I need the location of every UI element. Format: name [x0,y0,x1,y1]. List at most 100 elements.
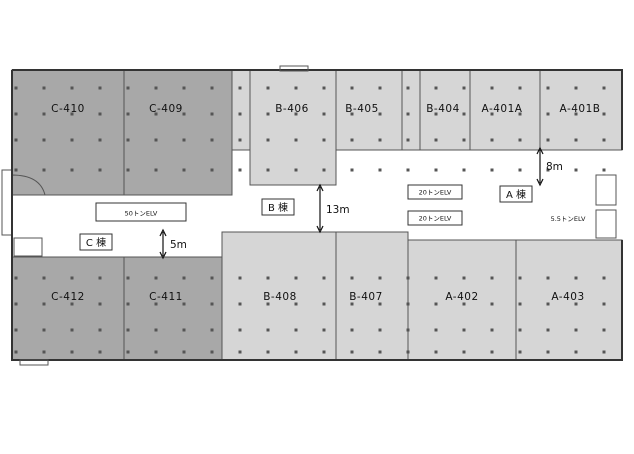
column-point [490,302,494,306]
column-point [490,138,494,142]
column-point [210,168,214,172]
right-stair [595,174,617,206]
column-point [266,302,270,306]
column-point [14,138,18,142]
column-point [490,350,494,354]
column-point [602,302,606,306]
column-point [574,112,578,116]
room-a-401b [539,69,623,151]
column-point [574,350,578,354]
column-point [518,138,522,142]
column-point [238,112,242,116]
column-point [546,86,550,90]
column-point [294,328,298,332]
column-point [434,86,438,90]
column-point [42,328,46,332]
column-point [322,276,326,280]
column-point [462,302,466,306]
label-c-410: C-410 [51,103,85,115]
column-point [126,328,130,332]
column-point [42,168,46,172]
column-point [350,350,354,354]
column-point [126,276,130,280]
column-point [546,276,550,280]
column-point [70,302,74,306]
column-point [322,302,326,306]
column-point [434,276,438,280]
column-point [434,168,438,172]
column-point [378,138,382,142]
column-point [350,112,354,116]
column-point [574,168,578,172]
label-b-408: B-408 [263,291,297,303]
column-point [182,86,186,90]
column-point [546,328,550,332]
column-point [462,138,466,142]
column-point [378,276,382,280]
column-point [210,138,214,142]
column-point [406,112,410,116]
elevator-20t-a-label: 20トンELV [419,189,452,197]
column-point [490,276,494,280]
column-point [602,276,606,280]
column-point [294,302,298,306]
column-point [238,328,242,332]
column-point [98,112,102,116]
column-point [406,168,410,172]
column-point [154,350,158,354]
column-point [42,302,46,306]
column-point [546,168,550,172]
room-a-401a [469,69,541,151]
room-c-409 [123,69,233,196]
column-point [126,168,130,172]
column-point [294,168,298,172]
column-point [602,138,606,142]
label-b-406: B-406 [275,103,309,115]
column-point [574,86,578,90]
column-point [462,86,466,90]
column-point [238,86,242,90]
label-a-401a: A-401A [482,103,523,115]
column-point [462,168,466,172]
column-point [14,328,18,332]
column-point [70,168,74,172]
column-point [154,112,158,116]
column-point [70,112,74,116]
elevator-20t-a [407,184,463,200]
column-point [210,276,214,280]
label-b-404: B-404 [426,103,460,115]
column-point [518,86,522,90]
room-b-406 [249,69,337,186]
column-point [602,112,606,116]
column-point [14,276,18,280]
column-point [182,138,186,142]
label-a-401b: A-401B [560,103,601,115]
building-a-tag [499,185,533,203]
label-a-403: A-403 [551,291,584,303]
column-point [14,112,18,116]
column-point [266,112,270,116]
room-c-412 [11,256,125,361]
dim-arrowheads-a [536,146,544,187]
column-point [378,350,382,354]
column-point [182,168,186,172]
column-point [182,350,186,354]
column-point [42,276,46,280]
column-point [518,276,522,280]
column-grid [14,86,606,354]
column-point [294,138,298,142]
column-point [518,350,522,354]
column-point [266,86,270,90]
column-point [238,168,242,172]
elevator-50t-label: 50トンELV [125,210,158,218]
column-point [546,350,550,354]
column-point [98,302,102,306]
column-point [126,86,130,90]
building-c-label: C 棟 [86,236,106,249]
column-point [490,86,494,90]
room-c-410 [11,69,125,196]
column-point [126,350,130,354]
column-point [322,350,326,354]
right-core [595,209,617,239]
wall-opening-top [279,65,309,72]
